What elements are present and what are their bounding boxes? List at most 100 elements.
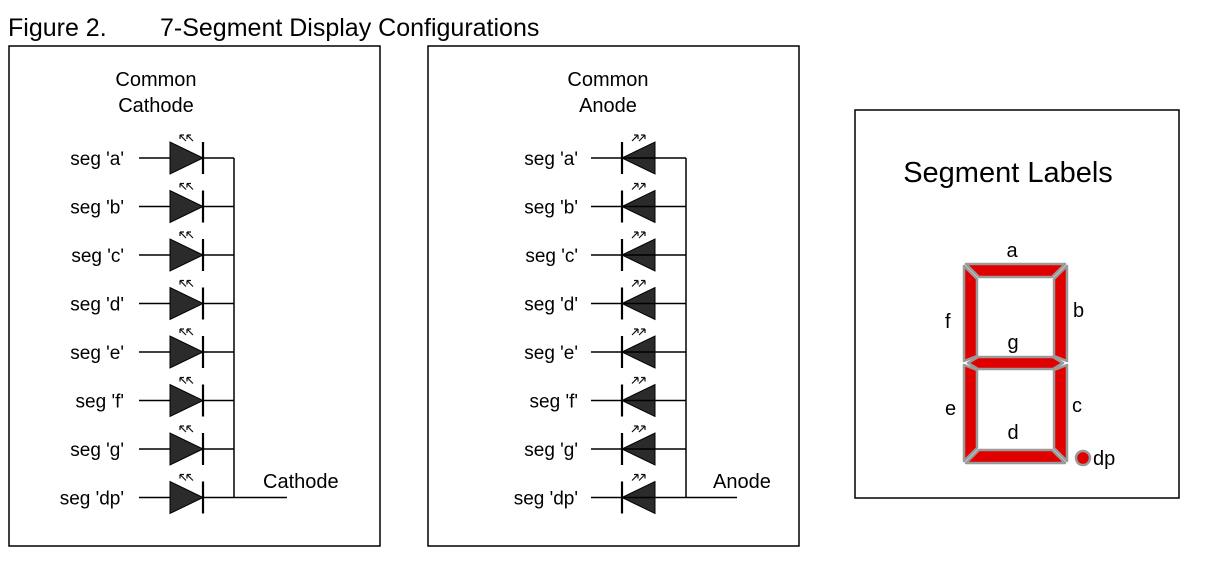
light-arrow-icon [186, 182, 194, 190]
segment-row-label: seg 'b' [524, 198, 578, 219]
cathode-title-line1: Common [115, 69, 196, 91]
light-arrow-icon [631, 134, 639, 142]
segment-row-label: seg 'e' [70, 343, 124, 364]
anode-title-line2: Anode [579, 95, 637, 117]
cathode-diode-rows: seg 'a' seg 'b' seg 'c' seg 'd' seg 'e' seg '… [60, 134, 287, 515]
light-arrow-icon [186, 376, 194, 384]
light-arrow-icon [179, 182, 187, 190]
light-arrow-icon [631, 473, 639, 481]
light-arrow-icon [631, 376, 639, 384]
segment-label-b: b [1073, 300, 1084, 322]
diode-row: seg 'e' [70, 328, 234, 369]
cathode-terminal-label: Cathode [263, 471, 339, 493]
diode-row: seg 'g' [524, 425, 686, 466]
light-arrow-icon [638, 231, 646, 239]
light-arrow-icon [638, 182, 646, 190]
segment-row-label: seg 'dp' [514, 489, 578, 510]
segment-row-label: seg 'g' [70, 440, 124, 461]
diode-row: seg 'a' [524, 134, 686, 175]
diode-row: seg 'd' [524, 279, 686, 321]
light-arrow-icon [638, 376, 646, 384]
light-arrow-icon [179, 376, 187, 384]
light-arrow-icon [638, 134, 646, 142]
segment-row-label: seg 'a' [524, 149, 578, 170]
light-arrow-icon [631, 328, 639, 336]
anode-title-line1: Common [567, 69, 648, 91]
segment-row-label: seg 'b' [70, 198, 124, 219]
segment-label-f: f [945, 311, 951, 333]
led-diode-icon [169, 286, 205, 321]
segment-panel-title: Segment Labels [903, 157, 1113, 189]
diode-row: seg 'd' [70, 279, 234, 321]
cathode-panel: Common Cathode seg 'a'seg 'b'seg 'c'seg … [8, 45, 381, 547]
led-diode-icon [169, 141, 205, 175]
segment-label-dp: dp [1093, 448, 1115, 470]
light-arrow-icon [638, 425, 646, 433]
segment-row-label: seg 'g' [524, 440, 578, 461]
segment-f [962, 264, 979, 363]
diode-row: seg 'b' [524, 182, 686, 224]
segment-row-label: seg 'c' [71, 246, 124, 267]
figure-title: 7-Segment Display Configurations [160, 14, 540, 42]
figure-number: Figure 2. [8, 14, 107, 42]
figure-caption: Figure 2. 7-Segment Display Configuration… [8, 14, 539, 43]
diode-row: seg 'g' [70, 425, 234, 466]
diode-row: seg 'f' [76, 376, 234, 418]
light-arrow-icon [179, 231, 187, 239]
anode-diode-rows: seg 'a' seg 'b' seg 'c' seg 'd' seg 'e' seg '… [514, 134, 737, 515]
light-arrow-icon [186, 279, 194, 287]
segment-row-label: seg 'dp' [60, 489, 124, 510]
segment-row-label: seg 'c' [525, 246, 578, 267]
light-arrow-icon [186, 134, 194, 142]
segment-row-label: seg 'a' [70, 149, 124, 170]
cathode-title-line2: Cathode [118, 95, 194, 117]
led-diode-icon [169, 189, 205, 224]
light-arrow-icon [179, 425, 187, 433]
segment-row-label: seg 'f' [76, 392, 124, 413]
segment-c [1052, 363, 1069, 463]
segment-row-label: seg 'f' [530, 392, 578, 413]
anode-terminal-label: Anode [713, 471, 771, 493]
segment-label-c: c [1072, 395, 1082, 417]
light-arrow-icon [638, 279, 646, 287]
segment-labels-panel: Segment Labels a b c d e f g dp [854, 109, 1180, 499]
light-arrow-icon [631, 279, 639, 287]
light-arrow-icon [179, 473, 187, 481]
segment-d [964, 448, 1067, 465]
segment-row-label: seg 'd' [70, 295, 124, 316]
light-arrow-icon [186, 425, 194, 433]
light-arrow-icon [638, 473, 646, 481]
light-arrow-icon [186, 328, 194, 336]
diode-row: seg 'f' [530, 376, 686, 418]
diode-row: seg 'c' [71, 231, 234, 272]
light-arrow-icon [179, 134, 187, 142]
light-arrow-icon [186, 473, 194, 481]
light-arrow-icon [179, 328, 187, 336]
light-arrow-icon [186, 231, 194, 239]
cathode-panel-frame [8, 45, 381, 547]
anode-panel-frame [427, 45, 800, 547]
segment-g [966, 355, 1065, 371]
segment-a [964, 262, 1067, 279]
led-diode-icon [169, 432, 205, 466]
segment-panel-frame [854, 109, 1180, 499]
led-diode-icon [169, 480, 205, 515]
segment-row-label: seg 'd' [524, 295, 578, 316]
diode-row: seg 'c' [525, 231, 686, 272]
led-diode-icon [169, 383, 205, 418]
diode-row: seg 'e' [524, 328, 686, 369]
anode-panel: Common Anode seg 'a' seg 'b' seg 'c' seg 'd… [427, 45, 800, 547]
segment-e [962, 363, 979, 463]
segment-row-label: seg 'e' [524, 343, 578, 364]
diode-row: seg 'a' [70, 134, 234, 175]
diode-row: seg 'dp' [514, 473, 686, 515]
segment-label-e: e [945, 398, 956, 420]
segment-dp [1074, 449, 1092, 467]
light-arrow-icon [179, 279, 187, 287]
led-diode-icon [169, 335, 205, 369]
diode-row: seg 'b' [70, 182, 234, 224]
segment-label-d: d [1007, 422, 1018, 444]
light-arrow-icon [631, 231, 639, 239]
segment-label-g: g [1007, 332, 1018, 354]
